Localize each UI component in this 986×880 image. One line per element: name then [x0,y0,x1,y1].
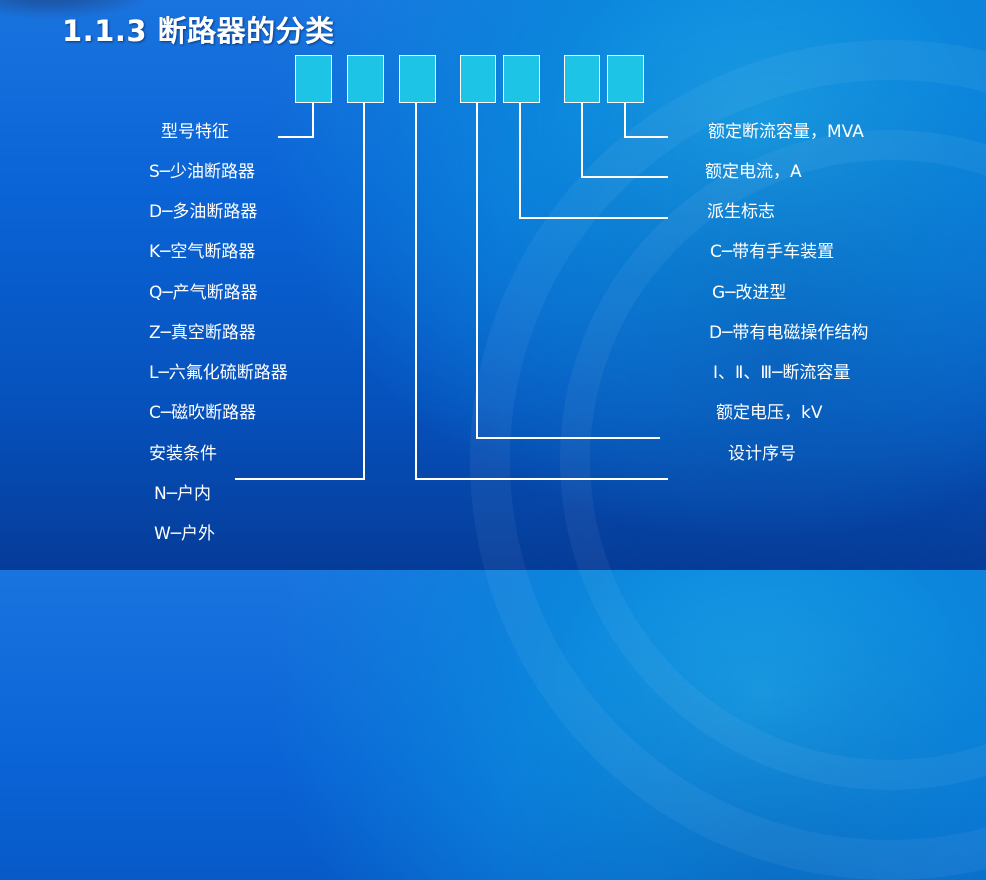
connector-line-rated-current [581,176,668,178]
install-option: N─户内 [154,484,211,504]
connector-line-derived-mark [519,217,668,219]
connector-line-type-feature [278,136,314,138]
connector-line-derived-mark [519,103,521,219]
connector-line-rated-breaking-capacity [624,136,668,138]
code-box-6 [564,55,600,103]
connector-line-install-condition [235,478,365,480]
code-box-1 [295,55,332,103]
code-box-7 [607,55,644,103]
connector-line-design-serial [415,478,668,480]
type-item: D─多油断路器 [149,202,258,222]
connector-line-rated-voltage [476,437,660,439]
type-item: S─少油断路器 [149,162,256,182]
type-item: L─六氟化硫断路器 [149,363,288,383]
connector-line-rated-breaking-capacity [624,103,626,138]
type-item: Z─真空断路器 [149,323,256,343]
derived-option: C─带有手车装置 [710,242,835,262]
connector-line-install-condition [363,103,365,480]
label-install-condition: 安装条件 [149,444,217,464]
label-type-feature: 型号特征 [161,122,229,142]
derived-option: D─带有电磁操作结构 [709,323,869,343]
label-derived-mark: 派生标志 [707,202,775,222]
connector-line-design-serial [415,103,417,480]
derived-option: Ⅰ、Ⅱ、Ⅲ─断流容量 [713,363,851,383]
install-option: W─户外 [154,524,216,544]
type-item: C─磁吹断路器 [149,403,257,423]
label-design-serial: 设计序号 [728,444,796,464]
derived-option: G─改进型 [712,283,787,303]
label-rated-breaking-capacity: 额定断流容量，MVA [708,122,864,142]
code-box-4 [460,55,496,103]
type-item: Q─产气断路器 [149,283,258,303]
code-box-5 [503,55,540,103]
connector-line-rated-voltage [476,103,478,439]
type-item: K─空气断路器 [149,242,256,262]
label-rated-voltage: 额定电压，kV [716,403,823,423]
label-rated-current: 额定电流，A [705,162,802,182]
code-box-2 [347,55,384,103]
connector-line-rated-current [581,103,583,178]
slide-title: 1.1.3 断路器的分类 [62,14,335,48]
connector-line-type-feature [312,103,314,138]
code-box-3 [399,55,436,103]
